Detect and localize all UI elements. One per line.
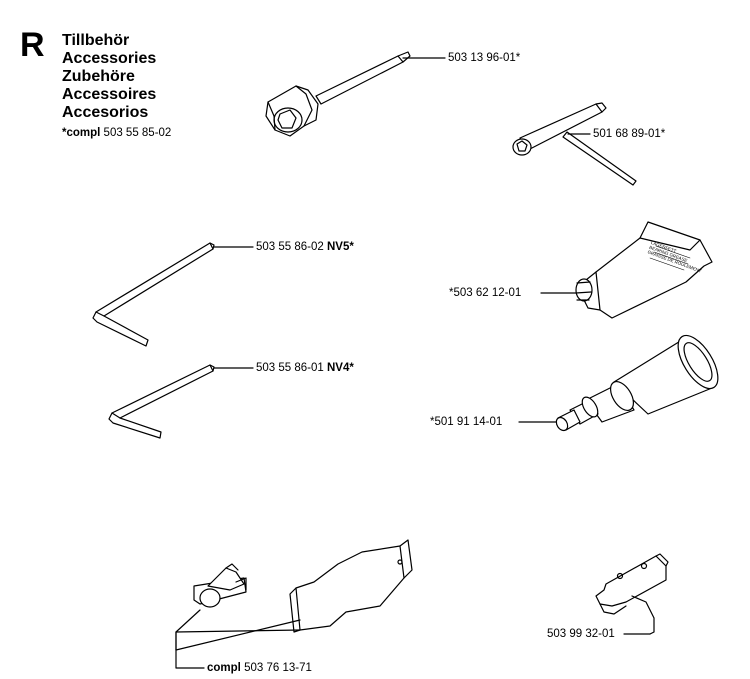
- part-number-hex-key-nv5: 503 55 86-02: [256, 241, 324, 253]
- hex-key-nv5-drawing: [92, 242, 215, 347]
- leader-guard-kit: [175, 609, 301, 669]
- label-hex-key-nv4: 503 55 86-01 NV4*: [256, 362, 354, 375]
- part-suffix-hex-key-nv5: NV5*: [327, 241, 354, 253]
- title-french: Accessoires: [62, 86, 157, 103]
- label-t-wrench: 501 68 89-01*: [593, 128, 665, 141]
- guard-kit-drawing: [193, 539, 413, 633]
- part-number-guard-kit: 503 76 13-71: [244, 662, 312, 674]
- grease-tube-drawing: [575, 221, 713, 319]
- tool-drawing: [555, 334, 719, 432]
- part-number-socket-wrench: 503 13 96-01*: [448, 52, 521, 64]
- label-bracket: 503 99 32-01: [547, 628, 615, 641]
- part-number-bracket: 503 99 32-01: [547, 628, 615, 640]
- part-number-t-wrench: 501 68 89-01*: [593, 128, 666, 140]
- title-german: Zubehöre: [62, 68, 135, 85]
- part-prefix-guard-kit: compl: [207, 662, 241, 674]
- compl-note: *compl 503 55 85-02: [62, 124, 171, 142]
- title-block: Tillbehör Accessories Zubehöre Accessoir…: [62, 32, 171, 142]
- part-number-hex-key-nv4: 503 55 86-01: [256, 362, 324, 374]
- label-hex-key-nv5: 503 55 86-02 NV5*: [256, 241, 354, 254]
- label-guard-kit: compl 503 76 13-71: [207, 662, 312, 675]
- bracket-drawing: [595, 553, 669, 635]
- label-socket-wrench: 503 13 96-01*: [448, 52, 520, 65]
- hex-key-nv4-drawing: [108, 364, 215, 439]
- section-letter: R: [20, 26, 45, 64]
- part-number-grease-tube: *503 62 12-01: [449, 287, 522, 299]
- part-suffix-hex-key-nv4: NV4*: [327, 362, 354, 374]
- title-spanish: Accesorios: [62, 104, 149, 121]
- socket-wrench-drawing: [265, 51, 411, 137]
- label-grease-tube: *503 62 12-01: [449, 287, 521, 300]
- part-number-tool: *501 91 14-01: [430, 416, 503, 428]
- label-tool: *501 91 14-01: [430, 416, 502, 429]
- title-english: Accessories: [62, 50, 157, 67]
- title-swedish: Tillbehör: [62, 32, 130, 49]
- compl-note-prefix: *compl: [62, 127, 101, 139]
- compl-note-number: 503 55 85-02: [103, 127, 172, 139]
- t-wrench-drawing: [512, 102, 637, 186]
